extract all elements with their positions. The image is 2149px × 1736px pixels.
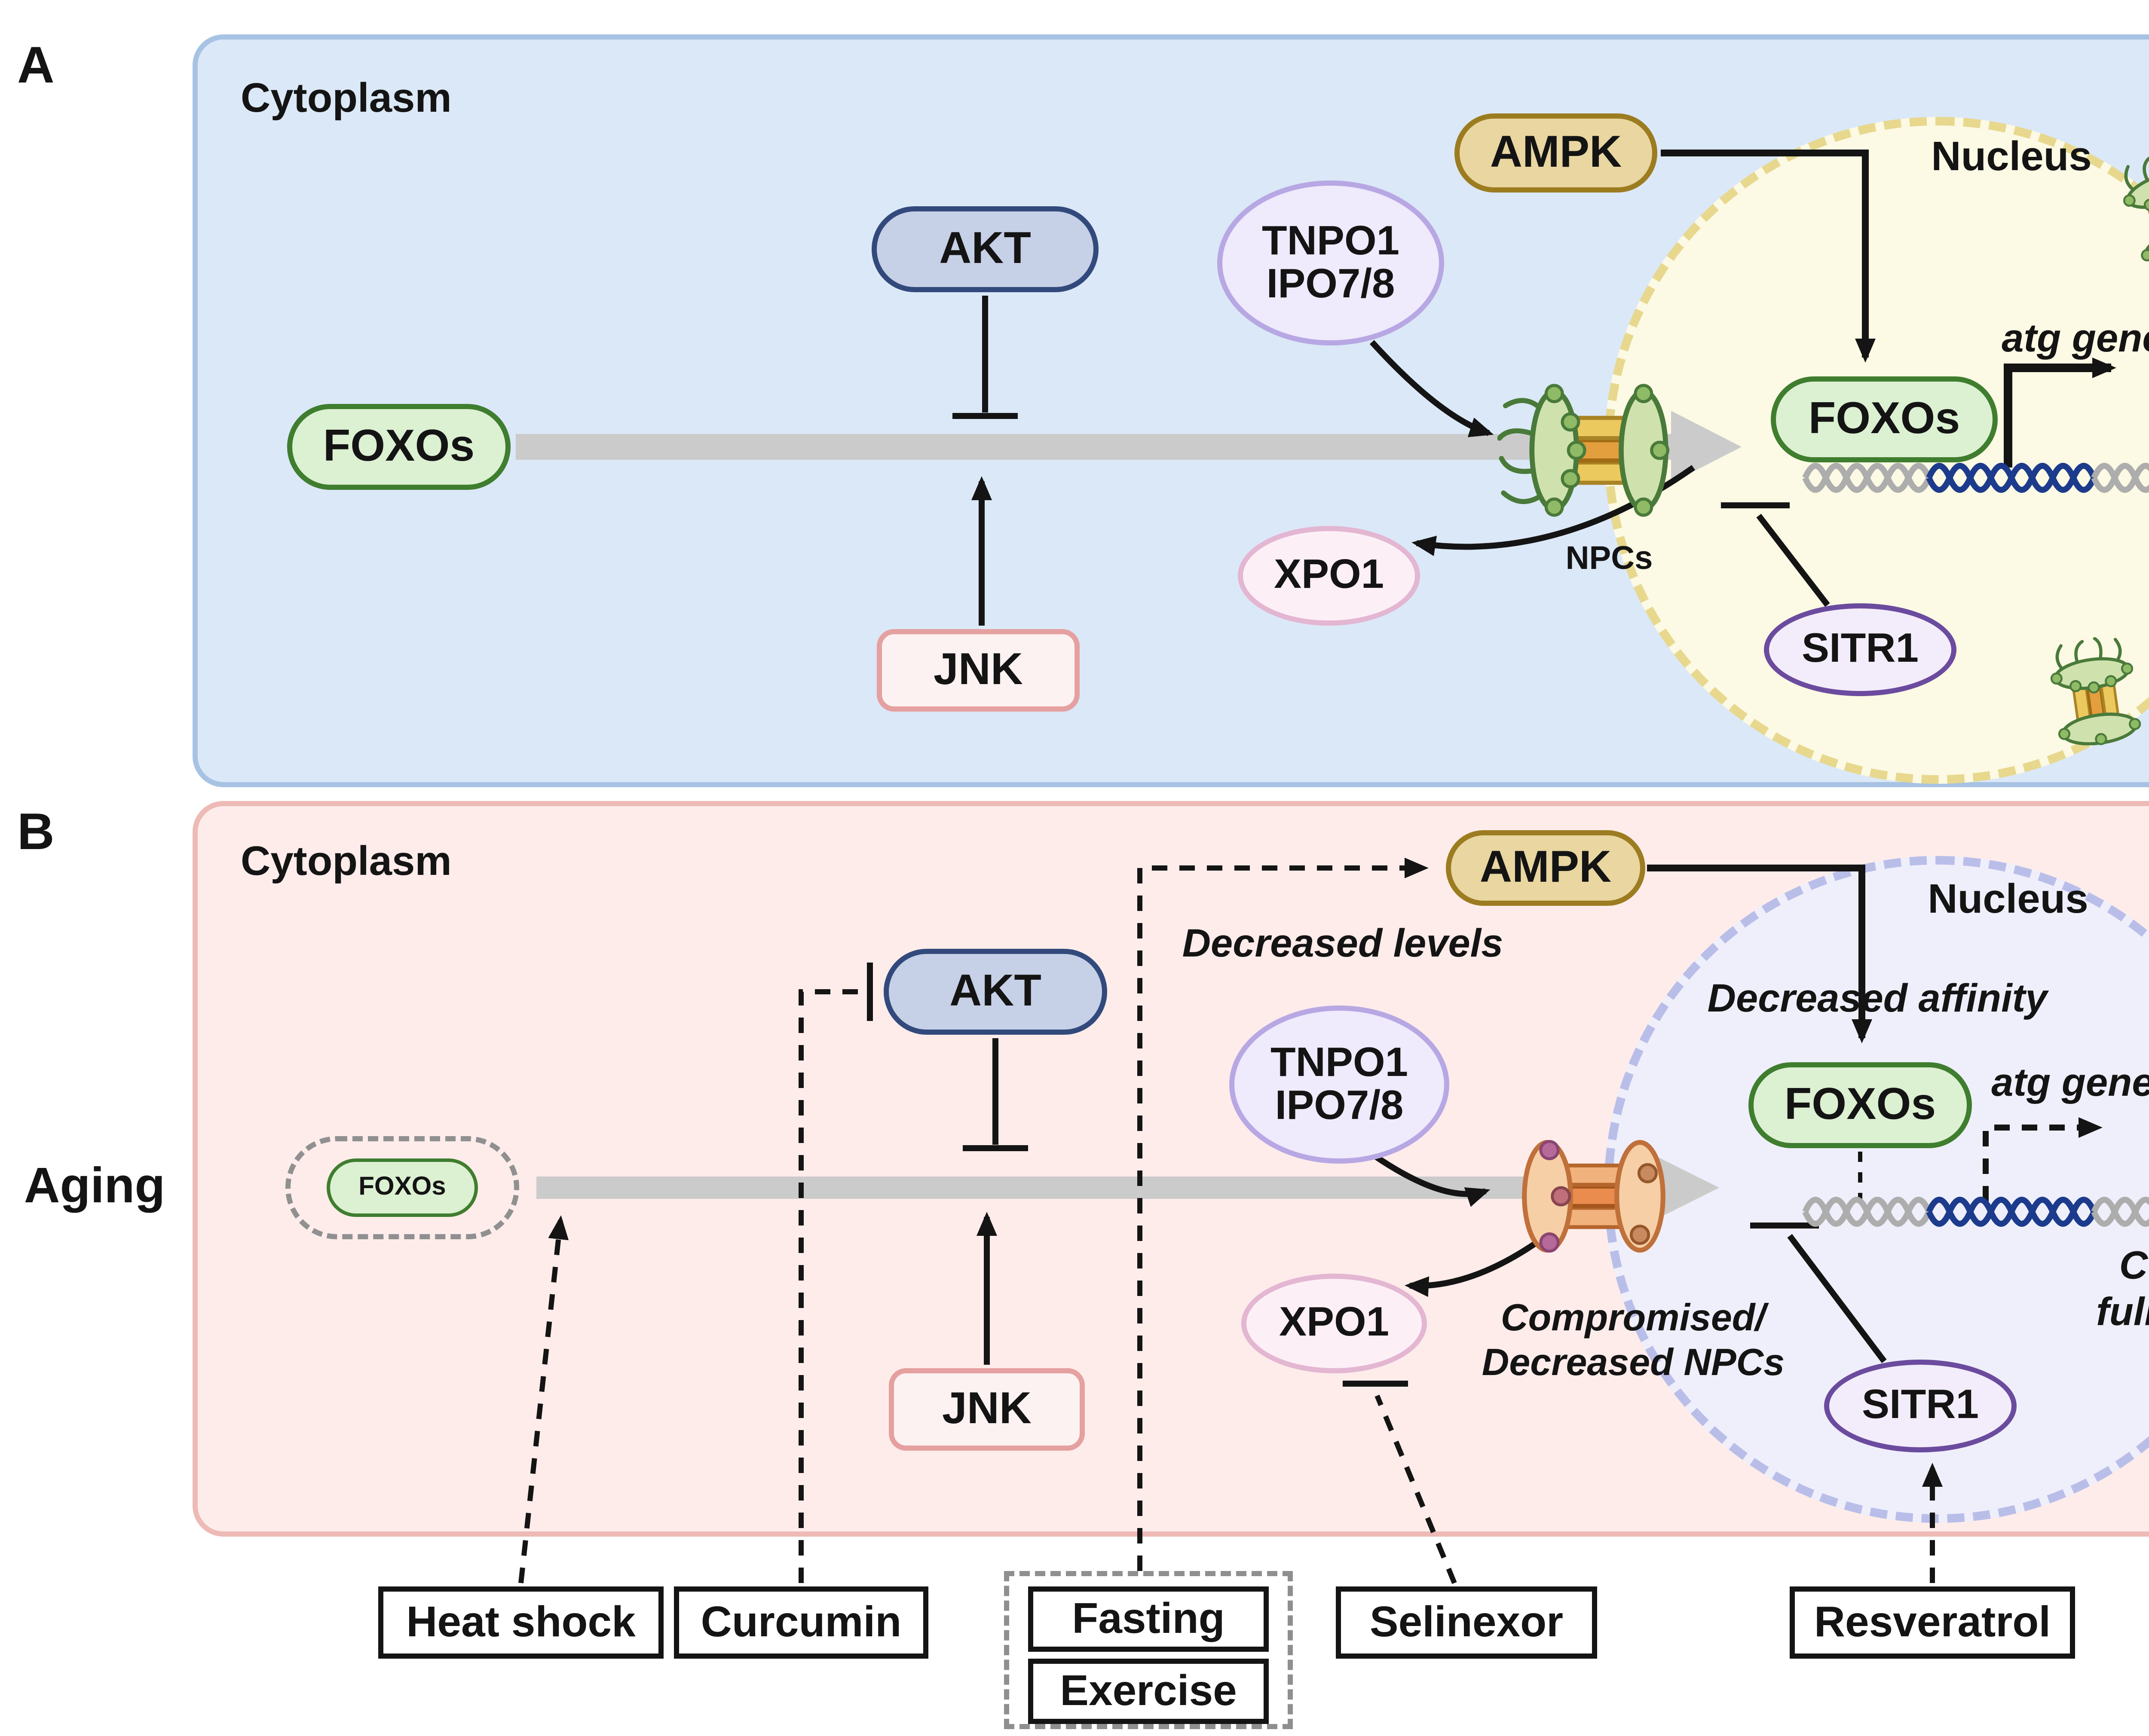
compromised-npcs-line2: Decreased NPCs [1482,1341,1785,1384]
nucleus-label-a: Nucleus [1931,134,2092,180]
compromised-npcs-line1: Compromised/ [1500,1296,1766,1339]
curcumin-box: Curcumin [674,1586,928,1659]
cytoplasm-label-b: Cytoplasm [241,839,452,885]
xpo1-node-a: XPO1 [1238,526,1420,626]
heat-shock-box: Heat shock [378,1586,664,1659]
npc-icon-membrane-a [1497,349,1700,552]
foxos-cytoplasm-b: FOXOs [327,1158,478,1217]
tnpo1-label-b: TNPO1 [1270,1039,1408,1086]
ipo78-label-b: IPO7/8 [1275,1083,1404,1129]
npcs-label-membrane-a: NPCs [1565,541,1653,578]
fasting-exercise-group [1004,1571,1293,1729]
npc-icon-bottom-a [2024,630,2149,773]
selinexor-box: Selinexor [1336,1586,1597,1659]
jnk-node-b: JNK [889,1368,1085,1451]
sitr1-node-a: SITR1 [1764,603,1956,696]
akt-node-a: AKT [872,206,1099,292]
foxos-nucleus-a: FOXOs [1771,376,1998,462]
tnpo1-ipo78-node-b: TNPO1 IPO7/8 [1229,1006,1449,1164]
decreased-levels-note: Decreased levels [1182,920,1503,965]
compromised-npcs-note: Compromised/ Decreased NPCs [1482,1296,1785,1385]
foxos-cytoplasm-a: FOXOs [287,404,511,490]
ampk-node-a: AMPK [1454,113,1657,193]
ampk-node-b: AMPK [1446,830,1645,906]
exercise-box: Exercise [1028,1659,1269,1724]
xpo1-node-b: XPO1 [1241,1274,1427,1373]
compromised-transcription-line1: Compromised [2119,1242,2149,1287]
atg-genes-label-a: atg genes [2002,315,2149,360]
atg-genes-label-b: atg genes [1991,1059,2149,1104]
compromised-transcription-line2: full transcription [2096,1289,2149,1334]
ipo78-label-a: IPO7/8 [1266,261,1395,308]
aging-label: Aging [24,1159,165,1214]
foxos-nucleus-b: FOXOs [1748,1062,1972,1148]
resveratrol-box: Resveratrol [1790,1586,2075,1659]
jnk-node-a: JNK [877,629,1080,712]
panel-a-label: A [17,38,55,95]
npc-icon-membrane-b [1497,1100,1690,1293]
tnpo1-ipo78-node-a: TNPO1 IPO7/8 [1217,180,1444,345]
panel-b-label: B [17,804,55,861]
nucleus-label-b: Nucleus [1928,877,2088,923]
akt-node-b: AKT [884,949,1107,1035]
tnpo1-label-a: TNPO1 [1261,218,1399,265]
decreased-affinity-note: Decreased affinity [1707,975,2048,1020]
sitr1-node-b: SITR1 [1824,1360,2017,1452]
cytoplasm-label-a: Cytoplasm [241,76,452,122]
fasting-box: Fasting [1028,1586,1269,1652]
compromised-transcription-note: Compromised full transcription [2096,1243,2149,1336]
